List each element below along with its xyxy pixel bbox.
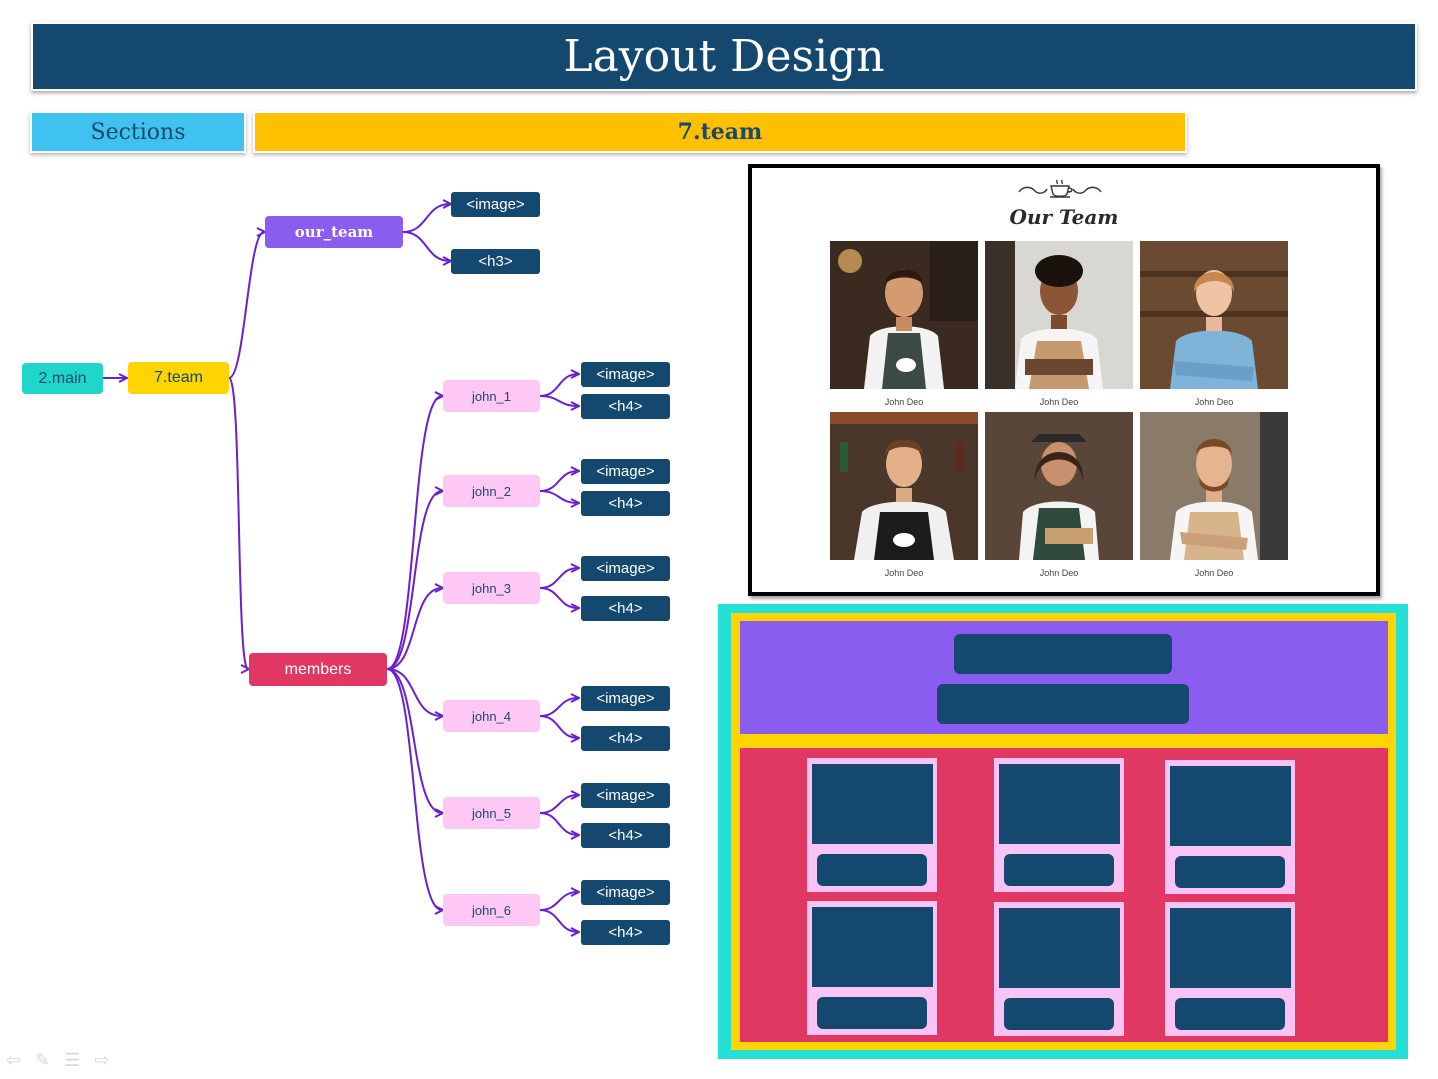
pen-icon[interactable]: ✎ <box>35 1050 51 1070</box>
edge-john-6-image <box>539 892 578 911</box>
wireframe-card-image <box>812 764 933 844</box>
wireframe-card-5 <box>994 902 1124 1036</box>
wireframe-card-h4 <box>817 854 927 886</box>
node-john-4: john_4 <box>443 700 540 732</box>
edge-members-john3 <box>386 588 442 670</box>
edge-john-5-image <box>539 795 578 814</box>
node-john-2-image: <image> <box>581 459 670 484</box>
edge-team-ourteam <box>228 232 264 379</box>
sections-label: Sections <box>30 111 246 153</box>
wireframe-image-block <box>954 634 1172 674</box>
our-team-heading: Our Team <box>1009 205 1119 229</box>
node-john-1-h4: <h4> <box>581 394 670 419</box>
wireframe-card-1 <box>807 758 937 892</box>
team-photo-1 <box>830 241 978 389</box>
node-john-2-h4: <h4> <box>581 491 670 516</box>
arrow-left-icon[interactable]: ⇦ <box>6 1050 22 1070</box>
wireframe-card-image <box>999 764 1120 844</box>
edge-ourteam-h3 <box>402 231 450 261</box>
edge-john-1-h4 <box>539 395 578 406</box>
wireframe-card-image <box>999 908 1120 988</box>
team-photo-2 <box>985 241 1133 389</box>
caption-3: John Deo <box>1194 397 1234 407</box>
node-john-6: john_6 <box>443 894 540 926</box>
wireframe-h3-block <box>937 684 1189 724</box>
slide-nav: ⇦ ✎ ☰ ⇨ <box>6 1050 109 1071</box>
wireframe-card-h4 <box>1004 998 1114 1030</box>
edge-john-3-image <box>539 568 578 589</box>
node-john-1-image: <image> <box>581 362 670 387</box>
wireframe-card-2 <box>994 758 1124 892</box>
node-john-5-h4: <h4> <box>581 823 670 848</box>
coffee-ornament-icon <box>1018 179 1102 198</box>
edge-members-john5 <box>386 668 442 813</box>
slide-title: Layout Design <box>563 31 885 82</box>
wireframe-card-h4 <box>1004 854 1114 886</box>
node-john-5-image: <image> <box>581 783 670 808</box>
node-7-team: 7.team <box>128 362 229 394</box>
layout-wireframe <box>718 604 1408 1059</box>
node-john-5: john_5 <box>443 797 540 829</box>
node-john-3-h4: <h4> <box>581 596 670 621</box>
edge-members-john1 <box>386 396 442 670</box>
wireframe-card-h4 <box>1175 998 1285 1030</box>
edge-john-2-image <box>539 471 578 492</box>
node-john-3-image: <image> <box>581 556 670 581</box>
node-john-4-h4: <h4> <box>581 726 670 751</box>
node-members: members <box>249 653 387 686</box>
wireframe-our-team <box>740 621 1388 734</box>
node-john-6-h4: <h4> <box>581 920 670 945</box>
edge-john-5-h4 <box>539 812 578 835</box>
edge-members-john6 <box>386 668 442 910</box>
node-john-2: john_2 <box>443 475 540 507</box>
edge-john-6-h4 <box>539 909 578 932</box>
node-john-6-image: <image> <box>581 880 670 905</box>
section-name: 7.team <box>253 111 1187 153</box>
title-bar: Layout Design <box>31 22 1417 91</box>
caption-2: John Deo <box>1039 397 1079 407</box>
wireframe-card-3 <box>1165 760 1295 894</box>
wireframe-card-image <box>1170 766 1291 846</box>
node-john-3: john_3 <box>443 572 540 604</box>
node-our-team-h3: <h3> <box>451 249 540 274</box>
caption-5: John Deo <box>1039 568 1079 578</box>
edge-john-4-h4 <box>539 715 578 738</box>
wireframe-card-h4 <box>1175 856 1285 888</box>
wireframe-card-image <box>1170 908 1291 988</box>
edge-john-3-h4 <box>539 587 578 608</box>
team-section-preview: Our Team <box>748 164 1380 596</box>
wireframe-card-4 <box>807 901 937 1035</box>
caption-6: John Deo <box>1194 568 1234 578</box>
edge-members-john4 <box>386 668 442 716</box>
wireframe-card-h4 <box>817 997 927 1029</box>
edge-ourteam-image <box>402 204 450 233</box>
caption-1: John Deo <box>884 397 924 407</box>
edge-team-members <box>228 377 248 669</box>
wireframe-card-image <box>812 907 933 987</box>
tree-connectors <box>103 0 720 1000</box>
edge-john-4-image <box>539 698 578 717</box>
menu-icon[interactable]: ☰ <box>64 1050 81 1070</box>
team-photo-4 <box>830 412 978 560</box>
edge-john-1-image <box>539 374 578 397</box>
wireframe-card-6 <box>1165 902 1295 1036</box>
node-our-team: our_team <box>265 216 403 248</box>
node-john-4-image: <image> <box>581 686 670 711</box>
node-john-1: john_1 <box>443 380 540 412</box>
node-2-main: 2.main <box>22 363 103 394</box>
caption-4: John Deo <box>884 568 924 578</box>
team-photo-3 <box>1140 241 1288 389</box>
node-our-team-image: <image> <box>451 192 540 217</box>
edge-members-john2 <box>386 491 442 670</box>
edge-john-2-h4 <box>539 490 578 503</box>
team-photo-6 <box>1140 412 1288 560</box>
arrow-right-icon[interactable]: ⇨ <box>94 1050 110 1070</box>
team-photo-5 <box>985 412 1133 560</box>
